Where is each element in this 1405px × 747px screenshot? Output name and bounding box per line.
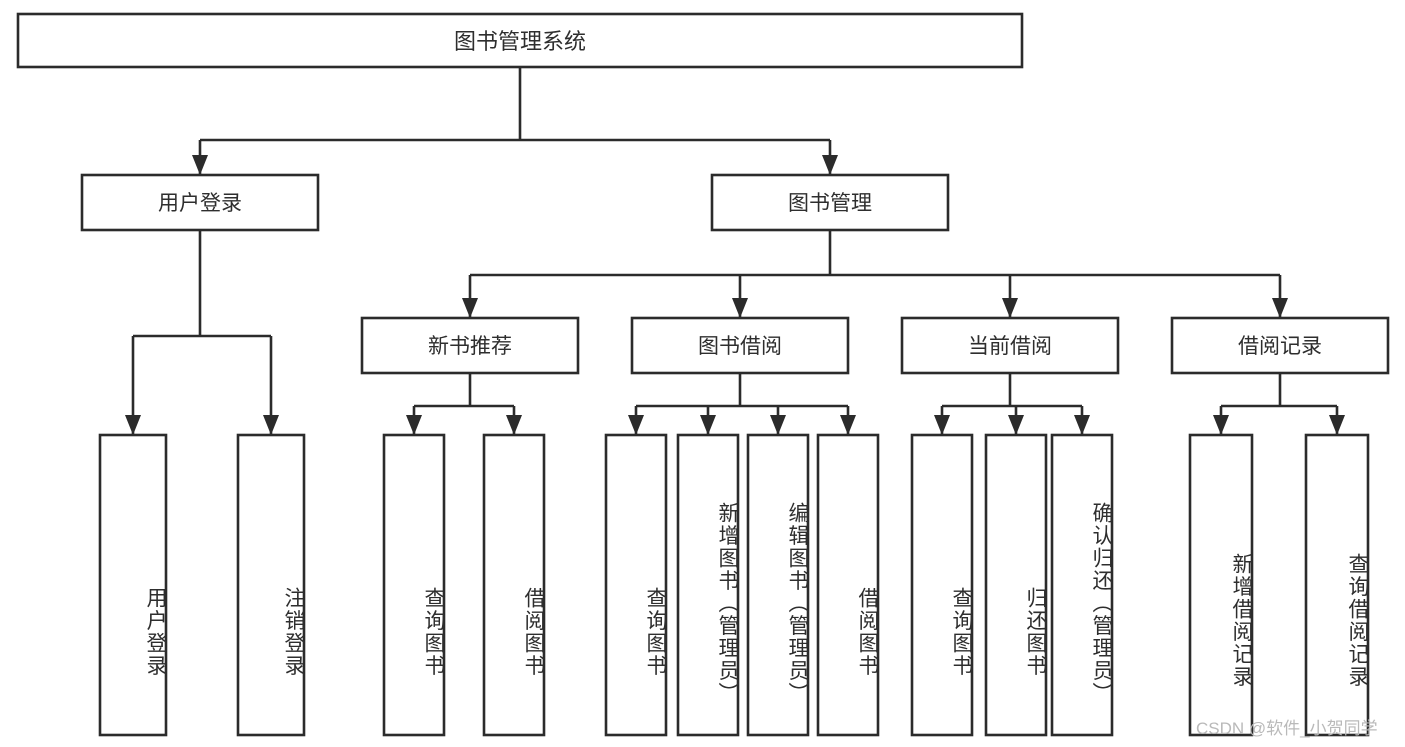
connector-layer xyxy=(125,67,1345,435)
node-level2-3-label: 借阅记录 xyxy=(1238,335,1322,358)
node-level2-1-rect xyxy=(630,316,850,375)
leaf-node-5[interactable] xyxy=(676,433,740,737)
arrow-userlogin-1 xyxy=(263,415,279,435)
arrow-2-2 xyxy=(1074,415,1090,435)
leaf-node-9[interactable] xyxy=(984,433,1048,737)
arrow-1-3 xyxy=(840,415,856,435)
leaf-node-10-rect xyxy=(1050,433,1114,737)
arrow-0-1 xyxy=(506,415,522,435)
watermark-text: CSDN @软件_小贺同学 xyxy=(1196,719,1378,738)
arrow-level1-0 xyxy=(192,155,208,175)
arrow-level2-1 xyxy=(732,298,748,318)
leaf-node-2-rect xyxy=(382,433,446,737)
arrow-2-1 xyxy=(1008,415,1024,435)
arrow-level2-0 xyxy=(462,298,478,318)
arrow-level2-3 xyxy=(1272,298,1288,318)
node-level1-1-rect xyxy=(710,173,950,232)
leaf-node-9-rect xyxy=(984,433,1048,737)
leaf-node-11[interactable] xyxy=(1188,433,1254,737)
node-level1-0-label: 用户登录 xyxy=(158,192,242,215)
arrow-level2-2 xyxy=(1002,298,1018,318)
node-root-rect xyxy=(16,12,1024,69)
arrow-1-2 xyxy=(770,415,786,435)
leaf-node-8-rect xyxy=(910,433,974,737)
arrow-userlogin-0 xyxy=(125,415,141,435)
leaf-node-2[interactable] xyxy=(382,433,446,737)
leaf-node-6-rect xyxy=(746,433,810,737)
node-level1-1[interactable]: 图书管理 xyxy=(710,173,950,232)
node-level2-3-rect xyxy=(1170,316,1390,375)
leaf-node-3[interactable] xyxy=(482,433,546,737)
node-level2-0[interactable]: 新书推荐 xyxy=(360,316,580,375)
node-level2-0-label: 新书推荐 xyxy=(428,335,512,358)
leaf-node-0[interactable] xyxy=(98,433,168,737)
node-root[interactable]: 图书管理系统 xyxy=(16,12,1024,69)
arrow-level1-1 xyxy=(822,155,838,175)
leaf-node-3-rect xyxy=(482,433,546,737)
node-level2-2-label: 当前借阅 xyxy=(968,335,1052,358)
leaf-node-12[interactable] xyxy=(1304,433,1370,737)
leaf-node-10[interactable] xyxy=(1050,433,1114,737)
arrow-2-0 xyxy=(934,415,950,435)
node-level2-2-rect xyxy=(900,316,1120,375)
node-level1-0-rect xyxy=(80,173,320,232)
node-level2-2[interactable]: 当前借阅 xyxy=(900,316,1120,375)
leaf-node-0-rect xyxy=(98,433,168,737)
arrow-1-1 xyxy=(700,415,716,435)
leaf-node-5-rect xyxy=(676,433,740,737)
arrow-1-0 xyxy=(628,415,644,435)
arrow-0-0 xyxy=(406,415,422,435)
node-root-label: 图书管理系统 xyxy=(454,29,586,54)
node-level2-1-label: 图书借阅 xyxy=(698,335,782,358)
leaf-node-11-rect xyxy=(1188,433,1254,737)
leaf-node-7-rect xyxy=(816,433,880,737)
leaf-node-1[interactable] xyxy=(236,433,306,737)
leaf-node-1-rect xyxy=(236,433,306,737)
leaf-node-7[interactable] xyxy=(816,433,880,737)
node-level2-3[interactable]: 借阅记录 xyxy=(1170,316,1390,375)
leaf-node-12-rect xyxy=(1304,433,1370,737)
node-level1-1-label: 图书管理 xyxy=(788,192,872,215)
arrow-3-1 xyxy=(1329,415,1345,435)
leaf-node-4[interactable] xyxy=(604,433,668,737)
leaf-node-6[interactable] xyxy=(746,433,810,737)
node-level2-1[interactable]: 图书借阅 xyxy=(630,316,850,375)
leaf-node-8[interactable] xyxy=(910,433,974,737)
arrow-3-0 xyxy=(1213,415,1229,435)
node-level1-0[interactable]: 用户登录 xyxy=(80,173,320,232)
leaf-node-4-rect xyxy=(604,433,668,737)
node-level2-0-rect xyxy=(360,316,580,375)
